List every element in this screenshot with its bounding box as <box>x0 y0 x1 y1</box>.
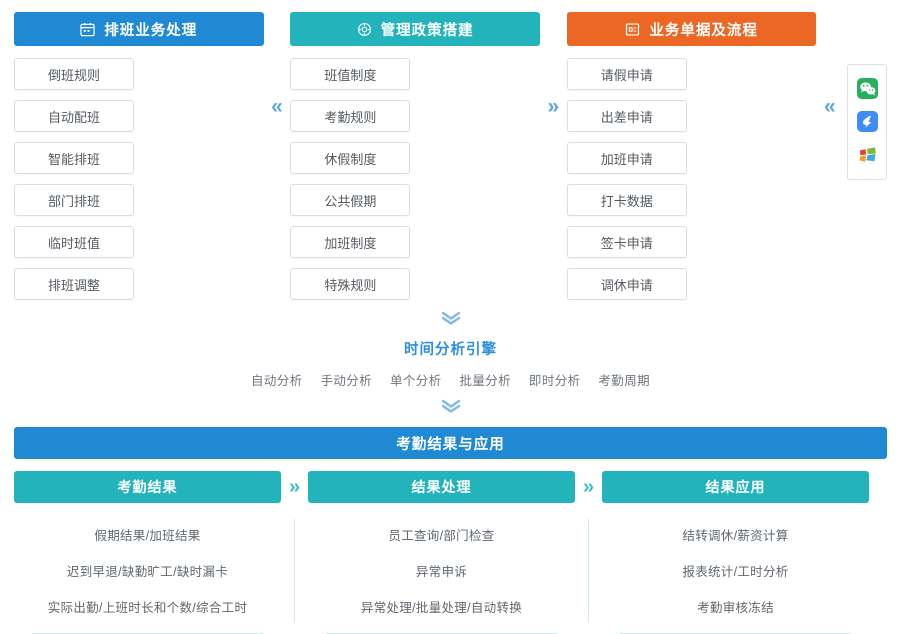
panel-policy: 管理政策搭建 班值制度 考勤规则 休假制度 公共假期 加班制度 特殊规则 <box>290 12 540 300</box>
chevron-down-glyph-top <box>441 311 460 325</box>
result-divider-left-1 <box>294 519 295 623</box>
result-column-result-processing: 结果处理 员工查询/部门检查 异常申诉 异常处理/批量处理/自动转换 <box>294 471 575 634</box>
chevron-left-icon-panel3-apps: « <box>823 95 836 118</box>
engine-tag-5: 考勤周期 <box>598 374 651 388</box>
panel-scheduling-header: 排班业务处理 <box>14 12 264 46</box>
tile-documents-1[interactable]: 出差申请 <box>566 100 687 132</box>
result-line-2-2: 考勤审核冻结 <box>697 601 774 615</box>
result-line-1-2: 异常处理/批量处理/自动转换 <box>360 601 523 615</box>
chevron-right-icon-results-2-3: » <box>582 476 595 498</box>
document-flow-icon <box>625 22 640 37</box>
tile-documents-5[interactable]: 调休申请 <box>566 268 687 300</box>
panel-scheduling-tiles: 倒班规则 自动配班 智能排班 部门排班 临时班值 排班调整 <box>14 58 264 300</box>
tile-scheduling-4[interactable]: 临时班值 <box>14 226 134 258</box>
panel-documents-title: 业务单据及流程 <box>649 22 758 39</box>
result-line-2-0: 结转调休/薪资计算 <box>682 529 789 543</box>
results-banner: 考勤结果与应用 <box>14 427 887 459</box>
tile-documents-3[interactable]: 打卡数据 <box>566 184 687 216</box>
panel-documents: 业务单据及流程 请假申请 出差申请 加班申请 打卡数据 签卡申请 调休申请 <box>566 12 817 300</box>
result-body-attendance-result: 假期结果/加班结果 迟到早退/缺勤旷工/缺时漏卡 实际出勤/上班时长和个数/综合… <box>14 503 281 634</box>
chevron-left-icon-panel1-panel2: « <box>271 95 283 118</box>
engine-tag-2: 单个分析 <box>389 374 442 388</box>
app-integration-strip <box>847 64 887 180</box>
panel-scheduling: 排班业务处理 倒班规则 自动配班 智能排班 部门排班 临时班值 排班调整 <box>14 12 264 300</box>
wechat-icon[interactable] <box>856 78 878 100</box>
engine-title: 时间分析引擎 <box>404 342 497 358</box>
dingtalk-icon[interactable] <box>856 111 878 133</box>
engine-tag-0: 自动分析 <box>250 374 303 388</box>
engine-tag-3: 批量分析 <box>459 374 512 388</box>
result-line-1-1: 异常申诉 <box>415 565 468 579</box>
tile-policy-3[interactable]: 公共假期 <box>290 184 411 216</box>
result-line-0-0: 假期结果/加班结果 <box>94 529 201 543</box>
tile-scheduling-3[interactable]: 部门排班 <box>14 184 134 216</box>
result-column-attendance-result: 考勤结果 假期结果/加班结果 迟到早退/缺勤旷工/缺时漏卡 实际出勤/上班时长和… <box>14 471 281 634</box>
result-line-2-1: 报表统计/工时分析 <box>682 565 789 579</box>
tile-documents-4[interactable]: 签卡申请 <box>566 226 687 258</box>
result-head-result-processing: 结果处理 <box>308 471 575 503</box>
engine-tag-list: 自动分析 手动分析 单个分析 批量分析 即时分析 考勤周期 <box>0 370 901 389</box>
chevron-down-icon-bottom <box>0 398 901 417</box>
tile-scheduling-5[interactable]: 排班调整 <box>14 268 134 300</box>
panel-policy-header: 管理政策搭建 <box>290 12 540 46</box>
result-divider-left-2 <box>588 519 589 623</box>
result-head-attendance-result: 考勤结果 <box>14 471 281 503</box>
chevron-right-icon-results-1-2: » <box>288 476 301 498</box>
tile-policy-4[interactable]: 加班制度 <box>290 226 411 258</box>
result-body-result-application: 结转调休/薪资计算 报表统计/工时分析 考勤审核冻结 <box>602 503 869 634</box>
tile-policy-5[interactable]: 特殊规则 <box>290 268 411 300</box>
tile-policy-0[interactable]: 班值制度 <box>290 58 411 90</box>
result-line-0-2: 实际出勤/上班时长和个数/综合工时 <box>47 601 248 615</box>
top-panels-row: 排班业务处理 倒班规则 自动配班 智能排班 部门排班 临时班值 排班调整 « 管… <box>0 0 901 300</box>
settings-gear-icon <box>357 22 372 37</box>
chevron-down-glyph-bottom <box>441 399 460 413</box>
result-body-result-processing: 员工查询/部门检查 异常申诉 异常处理/批量处理/自动转换 <box>308 503 575 634</box>
calendar-icon <box>80 22 95 37</box>
time-analysis-engine: 时间分析引擎 自动分析 手动分析 单个分析 批量分析 即时分析 考勤周期 <box>0 310 901 417</box>
panel-scheduling-title: 排班业务处理 <box>104 22 198 39</box>
engine-tag-1: 手动分析 <box>320 374 373 388</box>
panel-documents-tiles: 请假申请 出差申请 加班申请 打卡数据 签卡申请 调休申请 <box>566 58 817 300</box>
panel-policy-tiles: 班值制度 考勤规则 休假制度 公共假期 加班制度 特殊规则 <box>290 58 540 300</box>
result-head-result-application: 结果应用 <box>602 471 869 503</box>
tile-scheduling-2[interactable]: 智能排班 <box>14 142 134 174</box>
results-row: 考勤结果 假期结果/加班结果 迟到早退/缺勤旷工/缺时漏卡 实际出勤/上班时长和… <box>14 471 887 634</box>
tile-policy-2[interactable]: 休假制度 <box>290 142 411 174</box>
result-line-1-0: 员工查询/部门检查 <box>388 529 495 543</box>
tile-policy-1[interactable]: 考勤规则 <box>290 100 411 132</box>
tile-scheduling-0[interactable]: 倒班规则 <box>14 58 134 90</box>
chevron-right-icon-panel2-panel3: » <box>547 95 560 118</box>
windows-icon[interactable] <box>857 145 878 166</box>
panel-policy-title: 管理政策搭建 <box>380 22 474 39</box>
tile-documents-2[interactable]: 加班申请 <box>566 142 687 174</box>
chevron-down-icon-top <box>0 310 901 329</box>
engine-tag-4: 即时分析 <box>528 374 581 388</box>
result-column-result-application: 结果应用 结转调休/薪资计算 报表统计/工时分析 考勤审核冻结 <box>588 471 869 634</box>
tile-scheduling-1[interactable]: 自动配班 <box>14 100 134 132</box>
panel-documents-header: 业务单据及流程 <box>566 12 817 46</box>
tile-documents-0[interactable]: 请假申请 <box>566 58 687 90</box>
result-line-0-1: 迟到早退/缺勤旷工/缺时漏卡 <box>66 565 229 579</box>
